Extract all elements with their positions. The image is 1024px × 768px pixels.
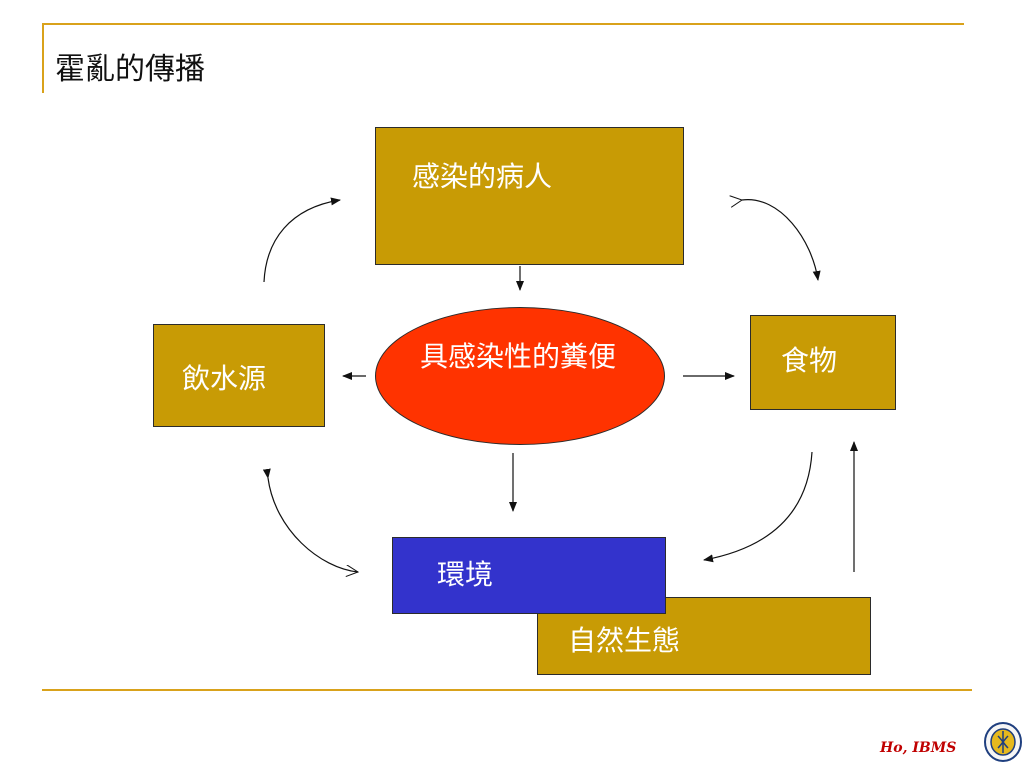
arrow-food-to-environment (703, 451, 813, 563)
bottom-rule (42, 689, 972, 691)
slide-title: 霍亂的傳播 (55, 52, 205, 87)
title-accent-bar (42, 23, 44, 93)
node-natural-ecology-label: 自然生態 (568, 624, 681, 657)
node-water-source: 飲水源 (153, 324, 325, 427)
top-rule (42, 23, 964, 25)
footer-credit: Ho, IBMS (880, 740, 957, 756)
node-infectious-feces-label: 具感染性的糞便 (420, 340, 617, 373)
node-food: 食物 (750, 315, 896, 410)
arrow-patient-food-loop (742, 200, 818, 280)
institution-seal-icon (984, 722, 1022, 762)
arrow-water-to-patient (263, 197, 341, 283)
node-infectious-feces (375, 307, 665, 445)
arrow-water-environment-loop (268, 478, 358, 572)
node-environment-label: 環境 (437, 558, 494, 591)
node-food-label: 食物 (781, 344, 838, 377)
node-infected-patient: 感染的病人 (375, 127, 684, 265)
node-infected-patient-label: 感染的病人 (412, 160, 553, 193)
node-water-source-label: 飲水源 (182, 362, 267, 395)
node-environment: 環境 (392, 537, 666, 614)
